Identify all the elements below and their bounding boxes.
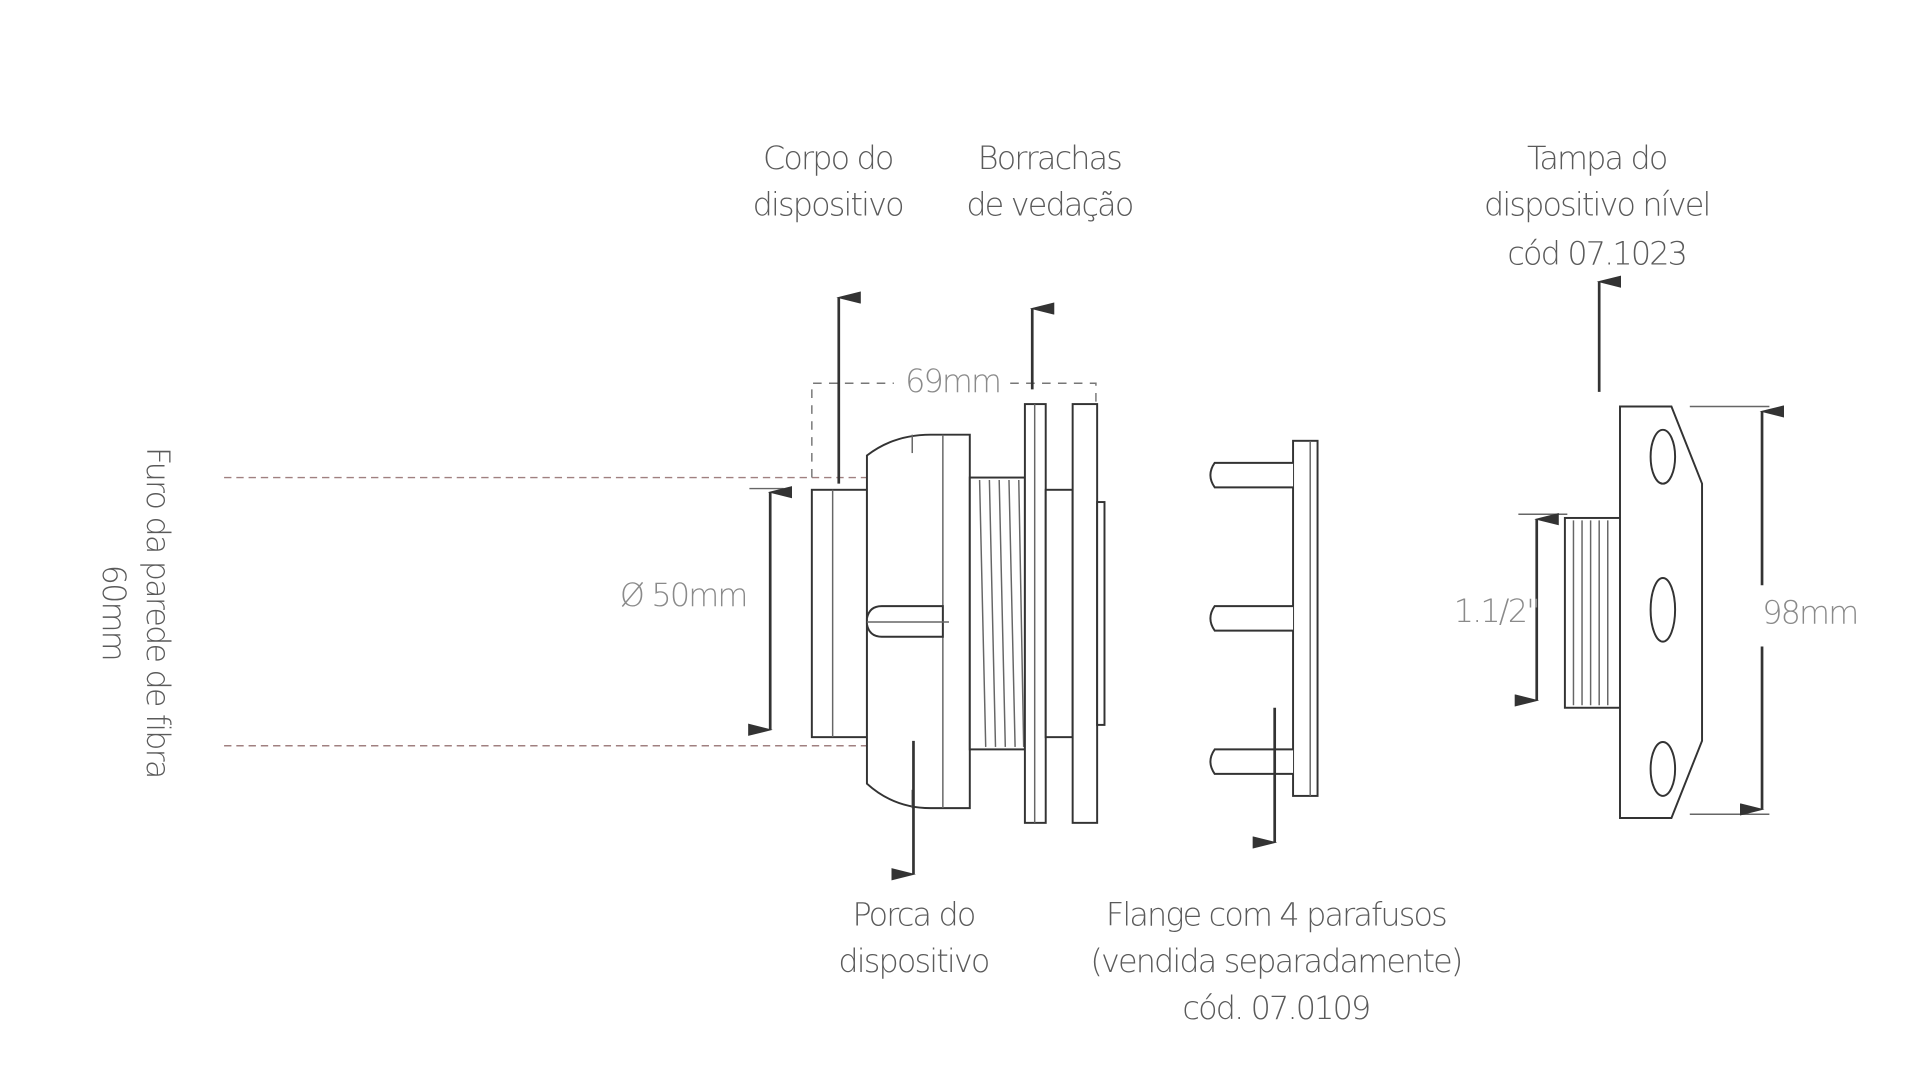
seals-label-line: de vedação xyxy=(966,186,1132,224)
flange-label-line: cód. 07.0109 xyxy=(1182,989,1369,1027)
flange-label: Flange com 4 parafusos (vendida separada… xyxy=(1090,896,1463,1027)
thread-dimension: 1.1/2" xyxy=(1454,513,1568,707)
seals-label: Borrachas de vedação xyxy=(966,139,1134,224)
thread-value: 1.1/2" xyxy=(1454,592,1539,630)
cap-label-line: dispositivo nível xyxy=(1484,186,1710,224)
flange-screw xyxy=(1209,748,1294,775)
cap-label-line: Tampa do xyxy=(1527,139,1667,177)
nut-label: Porca do dispositivo xyxy=(838,896,990,981)
body-label-line: Corpo do xyxy=(763,139,893,177)
wall-hole-line-2: 60mm xyxy=(95,565,133,660)
body-label: Corpo do dispositivo xyxy=(753,139,905,224)
nut-label-line: Porca do xyxy=(852,896,974,934)
flange-screw xyxy=(1209,461,1294,489)
diameter-dimension: Ø 50mm xyxy=(620,486,793,736)
device-cap xyxy=(1563,405,1704,819)
cap-label-line: cód 07.1023 xyxy=(1507,234,1686,272)
body-label-line: dispositivo xyxy=(753,186,903,224)
cap-height-value: 98mm xyxy=(1762,593,1857,631)
device-thread xyxy=(968,476,1026,751)
cap-height-dimension: 98mm xyxy=(1689,405,1859,816)
flange-label-line: Flange com 4 parafusos xyxy=(1106,896,1446,934)
device-body xyxy=(810,433,971,810)
seals-label-line: Borrachas xyxy=(978,139,1121,177)
diameter-value: Ø 50mm xyxy=(620,576,747,614)
sealing-rings xyxy=(1023,403,1106,824)
flange xyxy=(1209,439,1319,797)
cap-label: Tampa do dispositivo nível cód 07.1023 xyxy=(1484,139,1711,273)
wall-hole-label: Furo da parede de fibra 60mm xyxy=(95,447,177,778)
length-dimension: 69mm xyxy=(811,362,1097,478)
flange-screw xyxy=(1209,605,1294,632)
wall-hole-line-1: Furo da parede de fibra xyxy=(139,447,177,778)
length-value: 69mm xyxy=(905,362,1000,400)
flange-label-line: (vendida separadamente) xyxy=(1090,942,1461,980)
nut-label-line: dispositivo xyxy=(838,942,988,980)
